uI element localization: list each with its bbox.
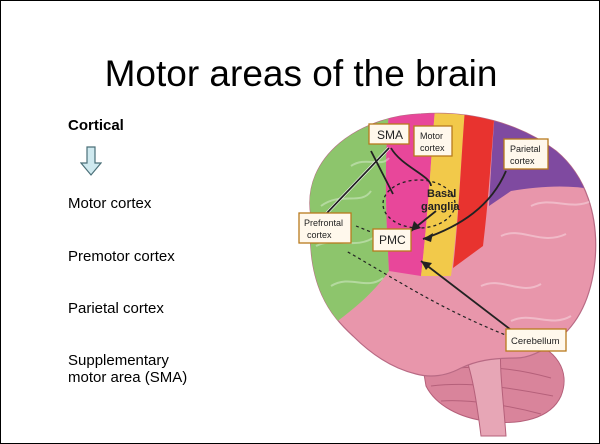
sma-label: SMA	[377, 128, 403, 142]
pmc-box: PMC	[373, 229, 411, 251]
basal-ganglia-label-2: ganglia	[421, 201, 460, 213]
list-item-sma-line-1: Supplementary	[68, 352, 169, 369]
slide-title: Motor areas of the brain	[1, 53, 600, 95]
prefrontal-cortex-label-2: cortex	[307, 230, 332, 240]
list-item-parietal-cortex: Parietal cortex	[68, 300, 164, 317]
basal-ganglia-label-1: Basal	[427, 188, 456, 200]
prefrontal-cortex-box: Prefrontal cortex	[299, 213, 351, 243]
list-item-premotor-cortex: Premotor cortex	[68, 248, 175, 265]
list-item-sma-line-2: motor area (SMA)	[68, 369, 187, 386]
sma-box: SMA	[369, 124, 409, 144]
parietal-cortex-label-2: cortex	[510, 156, 535, 166]
cerebellum-box: Cerebellum	[506, 329, 566, 351]
cerebellum-label: Cerebellum	[511, 336, 560, 347]
list-item-sma: Supplementary motor area (SMA)	[68, 352, 187, 386]
list-item-motor-cortex: Motor cortex	[68, 195, 151, 212]
parietal-cortex-box: Parietal cortex	[504, 139, 548, 169]
motor-cortex-label-2: cortex	[420, 143, 445, 153]
section-heading: Cortical	[68, 117, 124, 134]
brain-illustration: Basal ganglia SMA Motor	[271, 96, 600, 441]
parietal-cortex-label-1: Parietal	[510, 144, 541, 154]
pmc-label: PMC	[379, 233, 406, 247]
prefrontal-cortex-label-1: Prefrontal	[304, 218, 343, 228]
down-arrow-icon	[80, 146, 102, 176]
motor-cortex-box: Motor cortex	[414, 126, 452, 156]
motor-cortex-label-1: Motor	[420, 131, 443, 141]
